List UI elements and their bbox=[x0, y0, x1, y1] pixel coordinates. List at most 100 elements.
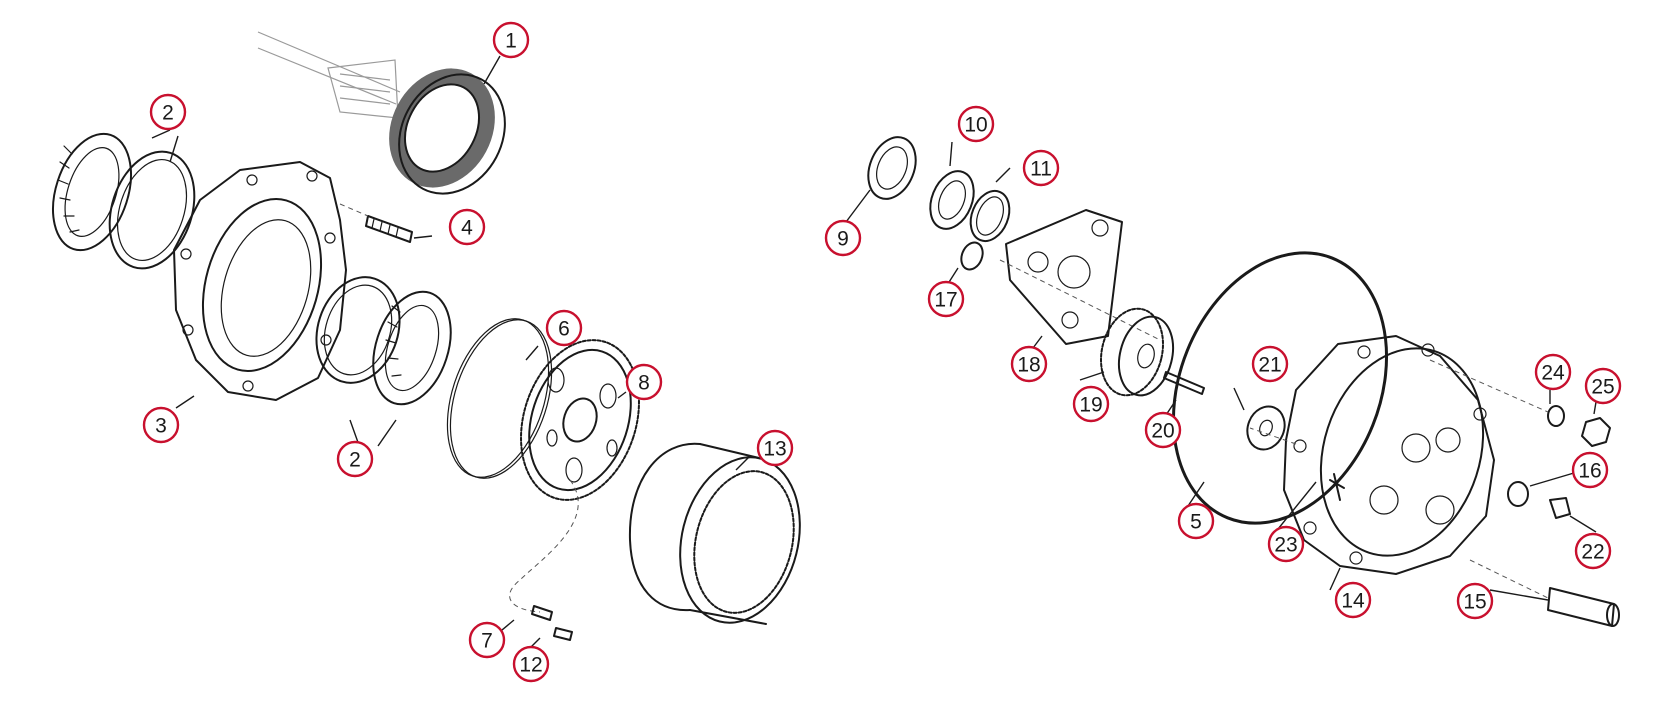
callout-circle bbox=[1022, 149, 1060, 187]
callout-c3: 3 bbox=[142, 406, 180, 444]
callout-circle bbox=[545, 309, 583, 347]
pin-part-20 bbox=[1163, 371, 1205, 395]
callout-label: 21 bbox=[1258, 354, 1281, 377]
callout-label: 6 bbox=[558, 318, 570, 341]
pin-part-15 bbox=[1469, 559, 1620, 627]
callout-label: 25 bbox=[1591, 376, 1614, 399]
callout-label: 2 bbox=[349, 449, 361, 472]
callout-label: 5 bbox=[1190, 511, 1202, 534]
callout-circle bbox=[142, 406, 180, 444]
callout-circle bbox=[1456, 582, 1494, 620]
seal-ring-part-1 bbox=[389, 68, 506, 195]
callout-label: 7 bbox=[481, 630, 493, 653]
callout-c17: 17 bbox=[927, 280, 965, 318]
callout-label: 15 bbox=[1463, 591, 1486, 614]
planetary-housing-part-14 bbox=[1249, 335, 1495, 575]
roller-bearing-part-2-lower bbox=[315, 276, 452, 406]
callout-circle bbox=[1584, 367, 1622, 405]
callout-circle bbox=[1010, 345, 1048, 383]
callout-c4: 4 bbox=[448, 208, 486, 246]
callout-label: 19 bbox=[1079, 394, 1102, 417]
callout-c5: 5 bbox=[1177, 502, 1215, 540]
planet-carrier-part-8 bbox=[520, 339, 640, 501]
callout-c18: 18 bbox=[1010, 345, 1048, 383]
callout-c6: 6 bbox=[545, 309, 583, 347]
callout-label: 18 bbox=[1017, 354, 1040, 377]
callout-circle bbox=[1072, 385, 1110, 423]
callout-c2a: 2 bbox=[149, 93, 187, 131]
callout-c7: 7 bbox=[468, 621, 506, 659]
callout-c9: 9 bbox=[824, 219, 862, 257]
callout-circle bbox=[927, 280, 965, 318]
callout-c21: 21 bbox=[1251, 345, 1289, 383]
callout-label: 20 bbox=[1151, 420, 1174, 443]
callout-circle bbox=[448, 208, 486, 246]
callout-circle bbox=[1571, 451, 1609, 489]
callout-circle bbox=[824, 219, 862, 257]
callout-circle bbox=[1251, 345, 1289, 383]
callout-label: 16 bbox=[1578, 460, 1601, 483]
o-ring-part-5 bbox=[1171, 251, 1389, 525]
bolt-and-pin-parts-7-12 bbox=[509, 479, 579, 641]
callout-circle bbox=[1267, 525, 1305, 563]
callout-circle bbox=[1574, 532, 1612, 570]
small-ring-part-17 bbox=[960, 241, 984, 271]
plug-and-seal-parts-16-22 bbox=[1507, 481, 1571, 519]
callout-circle bbox=[756, 429, 794, 467]
callout-c12: 12 bbox=[512, 645, 550, 683]
drive-shaft bbox=[257, 31, 401, 119]
callout-c23: 23 bbox=[1267, 525, 1305, 563]
thrust-washer-part-9 bbox=[867, 136, 917, 200]
callout-c13: 13 bbox=[756, 429, 794, 467]
callout-label: 8 bbox=[638, 372, 650, 395]
screw-part-23 bbox=[1329, 473, 1345, 501]
snap-ring-part-6 bbox=[446, 318, 553, 479]
callout-label: 22 bbox=[1581, 541, 1604, 564]
callout-label: 3 bbox=[155, 415, 167, 438]
callout-circle bbox=[625, 363, 663, 401]
callout-circle bbox=[1334, 581, 1372, 619]
callout-c16: 16 bbox=[1571, 451, 1609, 489]
callout-c20: 20 bbox=[1144, 411, 1182, 449]
callout-label: 17 bbox=[934, 289, 957, 312]
callout-label: 1 bbox=[505, 30, 517, 53]
stud-part-4 bbox=[339, 203, 413, 243]
callout-c2b: 2 bbox=[336, 440, 374, 478]
callout-circle bbox=[468, 621, 506, 659]
callout-c24: 24 bbox=[1534, 353, 1572, 391]
plate-part-18 bbox=[999, 209, 1161, 345]
callout-label: 12 bbox=[519, 654, 542, 677]
callout-c14: 14 bbox=[1334, 581, 1372, 619]
leader-lines bbox=[151, 55, 1597, 651]
callout-c8: 8 bbox=[625, 363, 663, 401]
callout-circle bbox=[1177, 502, 1215, 540]
callout-c10: 10 bbox=[957, 105, 995, 143]
planet-gear-part-19 bbox=[1100, 307, 1175, 397]
callout-c11: 11 bbox=[1022, 149, 1060, 187]
callout-circle bbox=[492, 21, 530, 59]
retaining-ring-part-11 bbox=[969, 189, 1011, 243]
callout-label: 10 bbox=[964, 114, 987, 137]
callout-label: 11 bbox=[1030, 158, 1052, 181]
callout-circle bbox=[1144, 411, 1182, 449]
callout-label: 14 bbox=[1341, 590, 1365, 613]
hub-housing-part-3 bbox=[173, 161, 347, 401]
roller-bearing-part-2-upper bbox=[52, 132, 196, 270]
callout-circle bbox=[512, 645, 550, 683]
ring-gear-part-13 bbox=[628, 442, 801, 625]
callout-circle bbox=[336, 440, 374, 478]
callout-c25: 25 bbox=[1584, 367, 1622, 405]
callout-c22: 22 bbox=[1574, 532, 1612, 570]
callout-c15: 15 bbox=[1456, 582, 1494, 620]
callout-circle bbox=[957, 105, 995, 143]
callout-circle bbox=[149, 93, 187, 131]
callout-label: 23 bbox=[1274, 534, 1297, 557]
callout-label: 4 bbox=[461, 217, 473, 240]
callout-label: 2 bbox=[162, 102, 174, 125]
washer-part-10 bbox=[929, 170, 975, 230]
callout-label: 24 bbox=[1541, 362, 1565, 385]
callout-label: 13 bbox=[763, 438, 786, 461]
